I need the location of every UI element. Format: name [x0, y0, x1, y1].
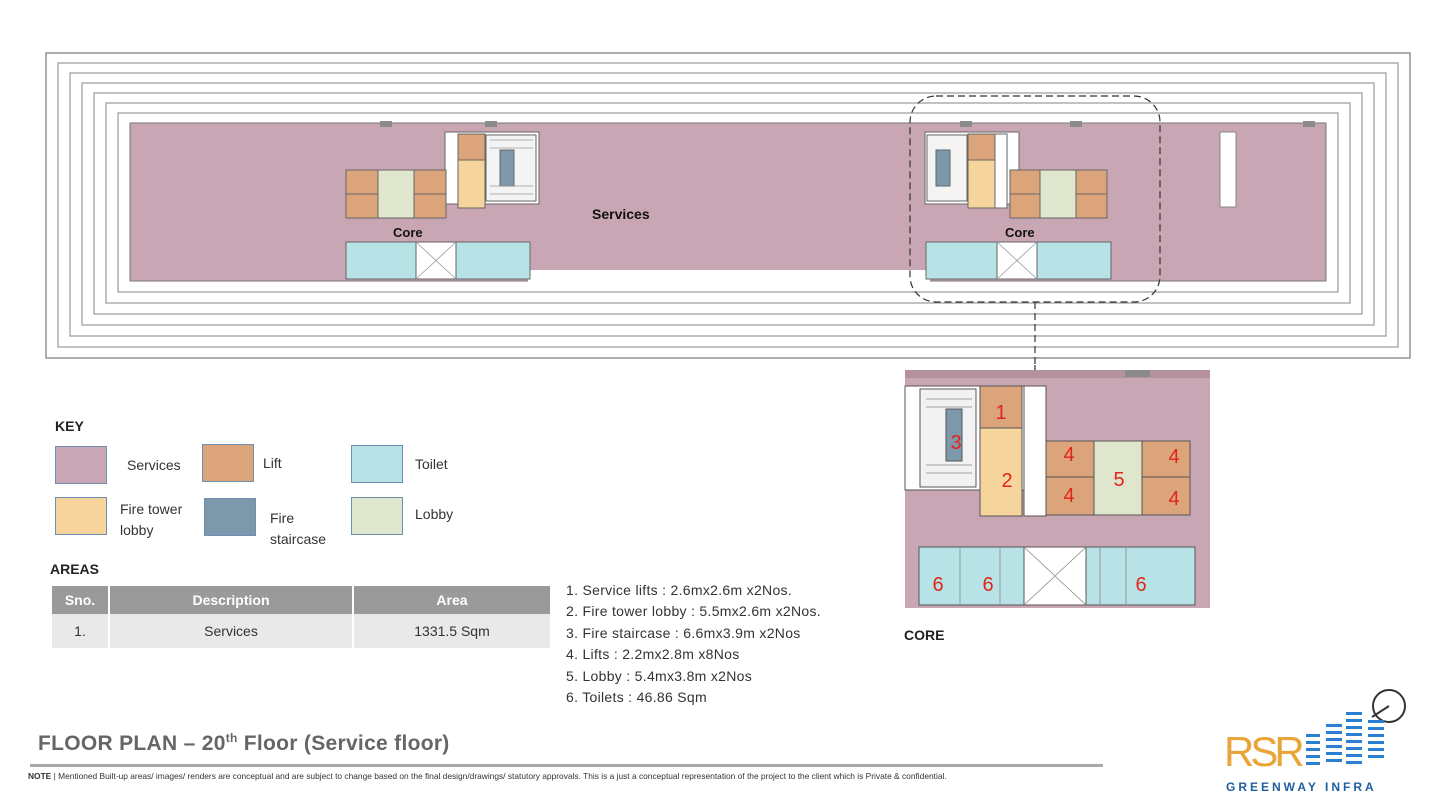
list-item: 2. Fire tower lobby : 5.5mx2.6m x2Nos.: [566, 603, 821, 620]
key-label-fire-tower-lobby: Fire tower lobby: [120, 501, 183, 538]
key-title: KEY: [55, 418, 84, 434]
areas-header-sno: Sno.: [52, 586, 108, 614]
core-detail-title: CORE: [904, 627, 945, 643]
list-item: 6. Toilets : 46.86 Sqm: [566, 688, 707, 705]
floor-plan: Core Services Core: [45, 52, 1411, 370]
title-prefix: FLOOR PLAN – 20: [38, 732, 226, 755]
core-number-6c: 6: [1135, 574, 1146, 596]
core-number-4c: 4: [1168, 446, 1179, 468]
key-label-fire-staircase: Fire staircase: [270, 510, 327, 547]
note-text: | Mentioned Built-up areas/ images/ rend…: [51, 771, 947, 781]
footer-divider: [30, 764, 1103, 767]
list-item: 5. Lobby : 5.4mx3.8m x2Nos: [566, 667, 752, 684]
footer-note: NOTE | Mentioned Built-up areas/ images/…: [28, 770, 1108, 782]
core-number-6b: 6: [982, 574, 993, 596]
list-item: 4. Lifts : 2.2mx2.8m x8Nos: [566, 646, 740, 663]
core-number-5: 5: [1113, 469, 1124, 491]
areas-table: Sno. Description Area 1. Services 1331.5…: [50, 586, 552, 648]
key-label-services: Services: [127, 457, 181, 473]
areas-header-description: Description: [110, 586, 352, 614]
areas-header-area: Area: [354, 586, 550, 614]
page-title: FLOOR PLAN – 20th Floor (Service floor): [38, 731, 450, 756]
areas-cell-sno: 1.: [52, 614, 108, 648]
core-number-4b: 4: [1063, 485, 1074, 507]
key-swatch-lift: [202, 444, 254, 482]
logo-name: GREENWAY INFRA: [1226, 780, 1377, 794]
key-swatch-fire-staircase: [204, 498, 256, 536]
areas-header-row: Sno. Description Area: [52, 586, 550, 614]
services-label: Services: [592, 206, 650, 222]
key-swatch-fire-tower-lobby: [55, 497, 107, 535]
list-item: 1. Service lifts : 2.6mx2.6m x2Nos.: [566, 582, 793, 598]
core-left-label: Core: [393, 225, 423, 240]
core-components-list: 1. Service lifts : 2.6mx2.6m x2Nos. 2. F…: [566, 580, 821, 708]
core-number-2: 2: [1001, 470, 1012, 492]
core-number-6a: 6: [932, 574, 943, 596]
key-swatch-lobby: [351, 497, 403, 535]
title-suffix: Floor (Service floor): [237, 732, 450, 755]
core-number-4d: 4: [1168, 488, 1179, 510]
key-label-lobby: Lobby: [415, 506, 454, 522]
title-sup: th: [225, 731, 238, 745]
areas-title: AREAS: [50, 561, 100, 577]
areas-cell-area: 1331.5 Sqm: [354, 614, 550, 648]
core-number-3: 3: [950, 432, 961, 454]
key-label-lift: Lift: [263, 455, 282, 471]
company-logo: RSR GREENWAY INFRA: [1224, 689, 1406, 794]
core-number-1: 1: [995, 402, 1006, 424]
areas-cell-description: Services: [110, 614, 352, 648]
key-swatch-toilet: [351, 445, 403, 483]
logo-mark: RSR: [1224, 728, 1303, 775]
list-item: 3. Fire staircase : 6.6mx3.9m x2Nos: [566, 624, 801, 641]
key-label-toilet: Toilet: [415, 456, 448, 472]
core-number-4a: 4: [1063, 444, 1074, 466]
core-detail-plan: 1 2 3 4 4 5 4 4 6 6 6: [904, 365, 1210, 608]
note-label: NOTE: [28, 771, 52, 781]
table-row: 1. Services 1331.5 Sqm: [52, 614, 550, 648]
core-right-label: Core: [1005, 225, 1035, 240]
key-swatch-services: [55, 446, 107, 484]
